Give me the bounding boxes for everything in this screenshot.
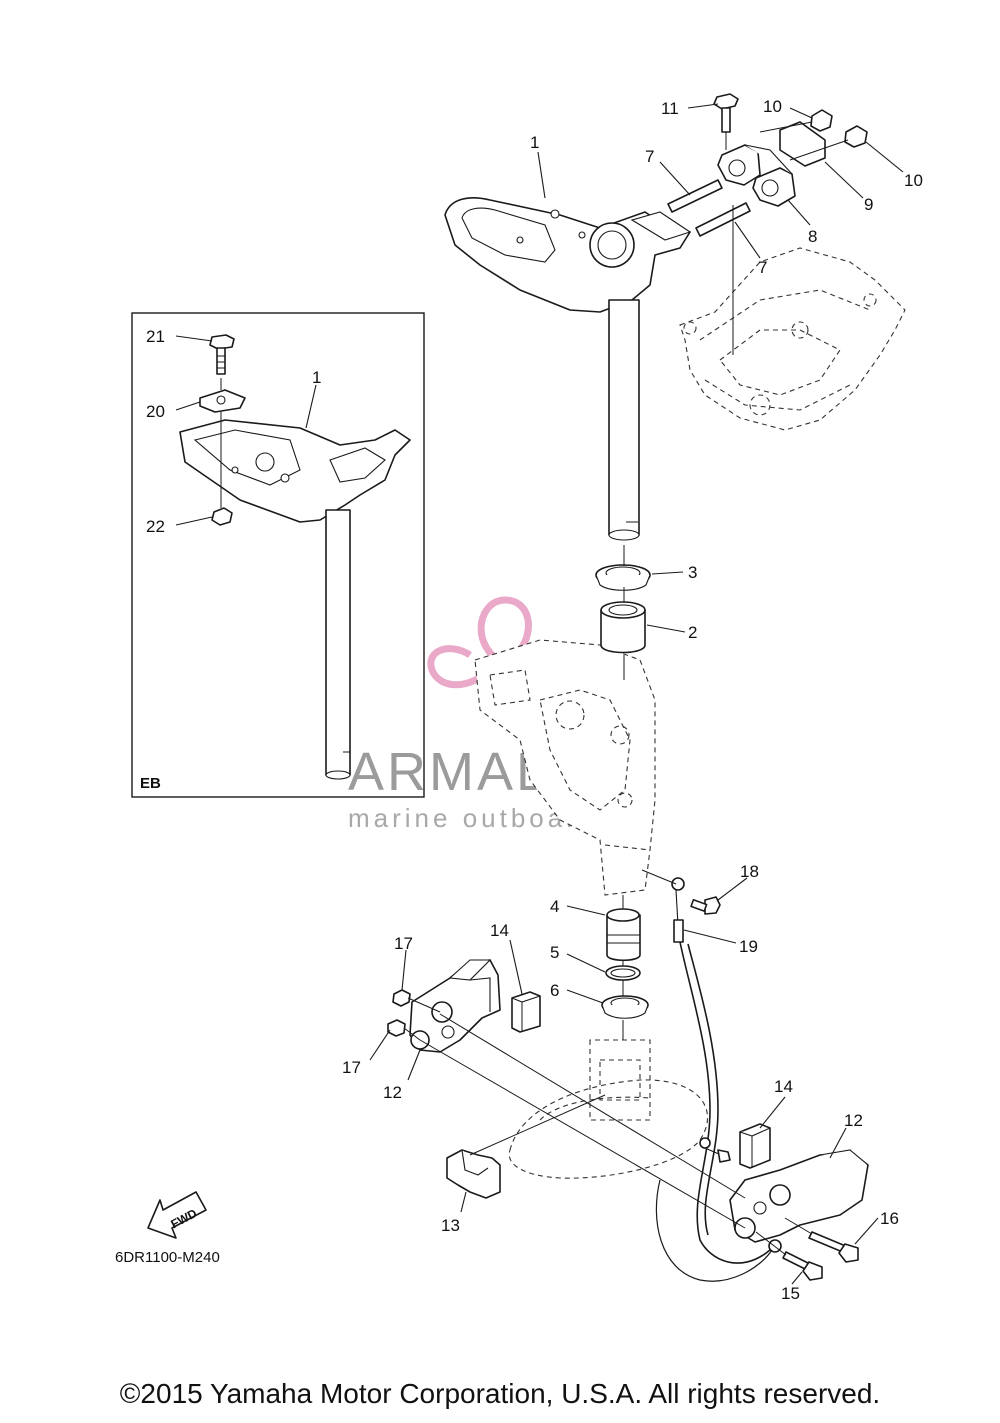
callout-5: 5	[550, 943, 559, 962]
stud-7-lower	[695, 202, 751, 237]
bushing-2	[600, 601, 646, 654]
stud-7-upper	[667, 179, 723, 213]
callout-1-main: 1	[530, 133, 539, 152]
callout-11: 11	[661, 99, 679, 118]
callout-leaders	[175, 103, 904, 1285]
steering-arm-1	[444, 197, 692, 541]
inset-eb-panel: EB	[131, 312, 425, 798]
callout-12-left: 12	[383, 1083, 402, 1102]
o-ring-5	[605, 965, 641, 981]
callout-labels: 1 1 2 3 4 5 6 7 7 8 9 10 10 11 12 12 13 …	[146, 97, 923, 1303]
callout-7-lower: 7	[758, 258, 767, 277]
callout-8: 8	[808, 227, 817, 246]
callout-20: 20	[146, 402, 165, 421]
bolt-15	[782, 1251, 823, 1281]
callout-13: 13	[441, 1216, 460, 1235]
callout-14-right: 14	[774, 1077, 793, 1096]
callout-21: 21	[146, 327, 165, 346]
nut-10-lower	[844, 125, 868, 148]
callout-1-inset: 1	[312, 368, 321, 387]
bolt-16	[808, 1231, 859, 1263]
screw-18	[690, 896, 721, 915]
mount-rubber-8	[717, 144, 796, 207]
nut-10-upper	[810, 109, 833, 132]
callout-7-upper: 7	[645, 147, 654, 166]
callout-15: 15	[781, 1284, 800, 1303]
bracket-9	[779, 121, 826, 167]
damper-14-right	[739, 1123, 771, 1169]
bushing-3	[595, 564, 651, 591]
engine-base-context	[679, 247, 906, 431]
copyright-notice: ©2015 Yamaha Motor Corporation, U.S.A. A…	[119, 1378, 881, 1409]
callout-10-lower: 10	[904, 171, 923, 190]
inset-label: EB	[140, 775, 161, 792]
callout-17-upper: 17	[394, 934, 413, 953]
lower-mount-12-left	[409, 959, 501, 1053]
callout-14-left: 14	[490, 921, 509, 940]
callout-9: 9	[864, 195, 873, 214]
diagram-code: 6DR1100-M240	[115, 1249, 220, 1266]
callout-4: 4	[550, 897, 559, 916]
callout-2: 2	[688, 623, 697, 642]
callout-22: 22	[146, 517, 165, 536]
nut-22	[211, 507, 233, 526]
callout-12-right: 12	[844, 1111, 863, 1130]
callout-6: 6	[550, 981, 559, 1000]
callout-19: 19	[739, 937, 758, 956]
bolt-11	[713, 93, 739, 133]
inset-steering-arm	[179, 419, 411, 780]
bushing-4	[606, 908, 641, 962]
nut-17-upper	[392, 989, 411, 1007]
ground-terminal-lower	[699, 1137, 731, 1163]
callout-3: 3	[688, 563, 697, 582]
nut-17-lower	[387, 1019, 406, 1037]
bolt-21	[209, 334, 235, 375]
damper-14-left	[511, 991, 541, 1033]
plate-20	[199, 389, 246, 413]
swivel-bracket-context	[474, 639, 656, 896]
callout-17-lower: 17	[342, 1058, 361, 1077]
lower-mount-12-right	[729, 1149, 869, 1243]
callout-18: 18	[740, 862, 759, 881]
damper-13	[446, 1149, 501, 1199]
callout-10-upper: 10	[763, 97, 782, 116]
callout-16: 16	[880, 1209, 899, 1228]
fwd-arrow: FWD	[147, 1191, 207, 1239]
seal-6	[601, 995, 649, 1019]
